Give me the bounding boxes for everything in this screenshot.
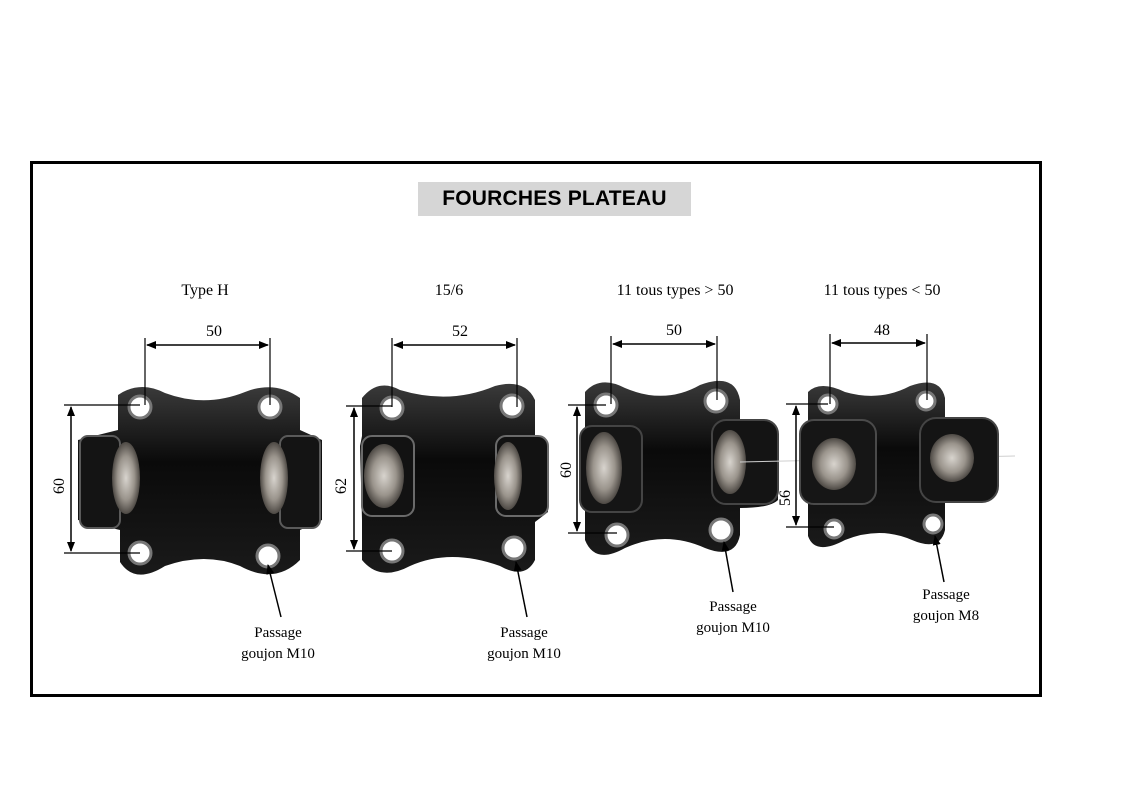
- note-leader: [932, 535, 945, 583]
- part-label-15-6: 15/6: [434, 282, 464, 299]
- bolt-hole: [255, 543, 281, 569]
- width-dimension-value: 50: [666, 322, 682, 339]
- bolt-hole: [501, 535, 527, 561]
- note-line: Passage: [922, 587, 970, 603]
- part-type-h: [64, 338, 322, 618]
- part-label-11-over-50: 11 tous types > 50: [616, 282, 734, 299]
- bolt-hole: [703, 388, 729, 414]
- bolt-passage-note: Passage goujon M10: [696, 597, 770, 639]
- bolt-hole: [915, 390, 937, 412]
- height-dimension-value: 60: [51, 478, 68, 494]
- right-bore: [260, 442, 288, 514]
- note-line: goujon M10: [696, 620, 770, 636]
- width-dimension-value: 52: [452, 323, 468, 340]
- left-bore: [364, 444, 404, 508]
- note-line: goujon M10: [487, 646, 561, 662]
- part-label-type-h: Type H: [181, 282, 229, 299]
- page-title: FOURCHES PLATEAU: [418, 182, 691, 216]
- bolt-hole: [708, 517, 734, 543]
- note-line: goujon M8: [912, 608, 980, 624]
- bolt-passage-note: Passage goujon M10: [241, 623, 315, 665]
- width-dimension-value: 48: [874, 322, 890, 339]
- part-11-under-50: [739, 334, 1016, 583]
- height-dimension-value: 60: [558, 462, 575, 478]
- note-leader: [513, 561, 528, 618]
- width-dimension-value: 50: [206, 323, 222, 340]
- front-bore: [586, 432, 622, 504]
- bolt-hole: [127, 394, 153, 420]
- part-11-over-50: [568, 336, 779, 593]
- bolt-hole: [604, 522, 630, 548]
- part-label-11-under-50: 11 tous types < 50: [823, 282, 941, 299]
- rear-bore: [930, 434, 974, 482]
- bolt-hole: [922, 513, 944, 535]
- note-line: Passage: [500, 625, 548, 641]
- bolt-passage-note: Passage goujon M8: [913, 585, 979, 627]
- height-dimension-value: 62: [333, 478, 350, 494]
- right-bore: [494, 442, 522, 510]
- figure-frame: [30, 161, 1042, 697]
- note-line: Passage: [254, 625, 302, 641]
- bolt-hole: [823, 518, 845, 540]
- note-leader: [721, 541, 734, 593]
- bolt-hole: [499, 393, 525, 419]
- note-line: Passage: [709, 599, 757, 615]
- rear-bore: [714, 430, 746, 494]
- note-line: goujon M10: [241, 646, 315, 662]
- left-bore: [112, 442, 140, 514]
- part-body: [360, 383, 548, 573]
- front-bore: [812, 438, 856, 490]
- bolt-passage-note: Passage goujon M10: [487, 623, 561, 665]
- part-body: [78, 386, 322, 575]
- height-dimension-value: 56: [777, 490, 794, 506]
- part-15-6: [346, 338, 549, 618]
- note-leader: [266, 564, 282, 618]
